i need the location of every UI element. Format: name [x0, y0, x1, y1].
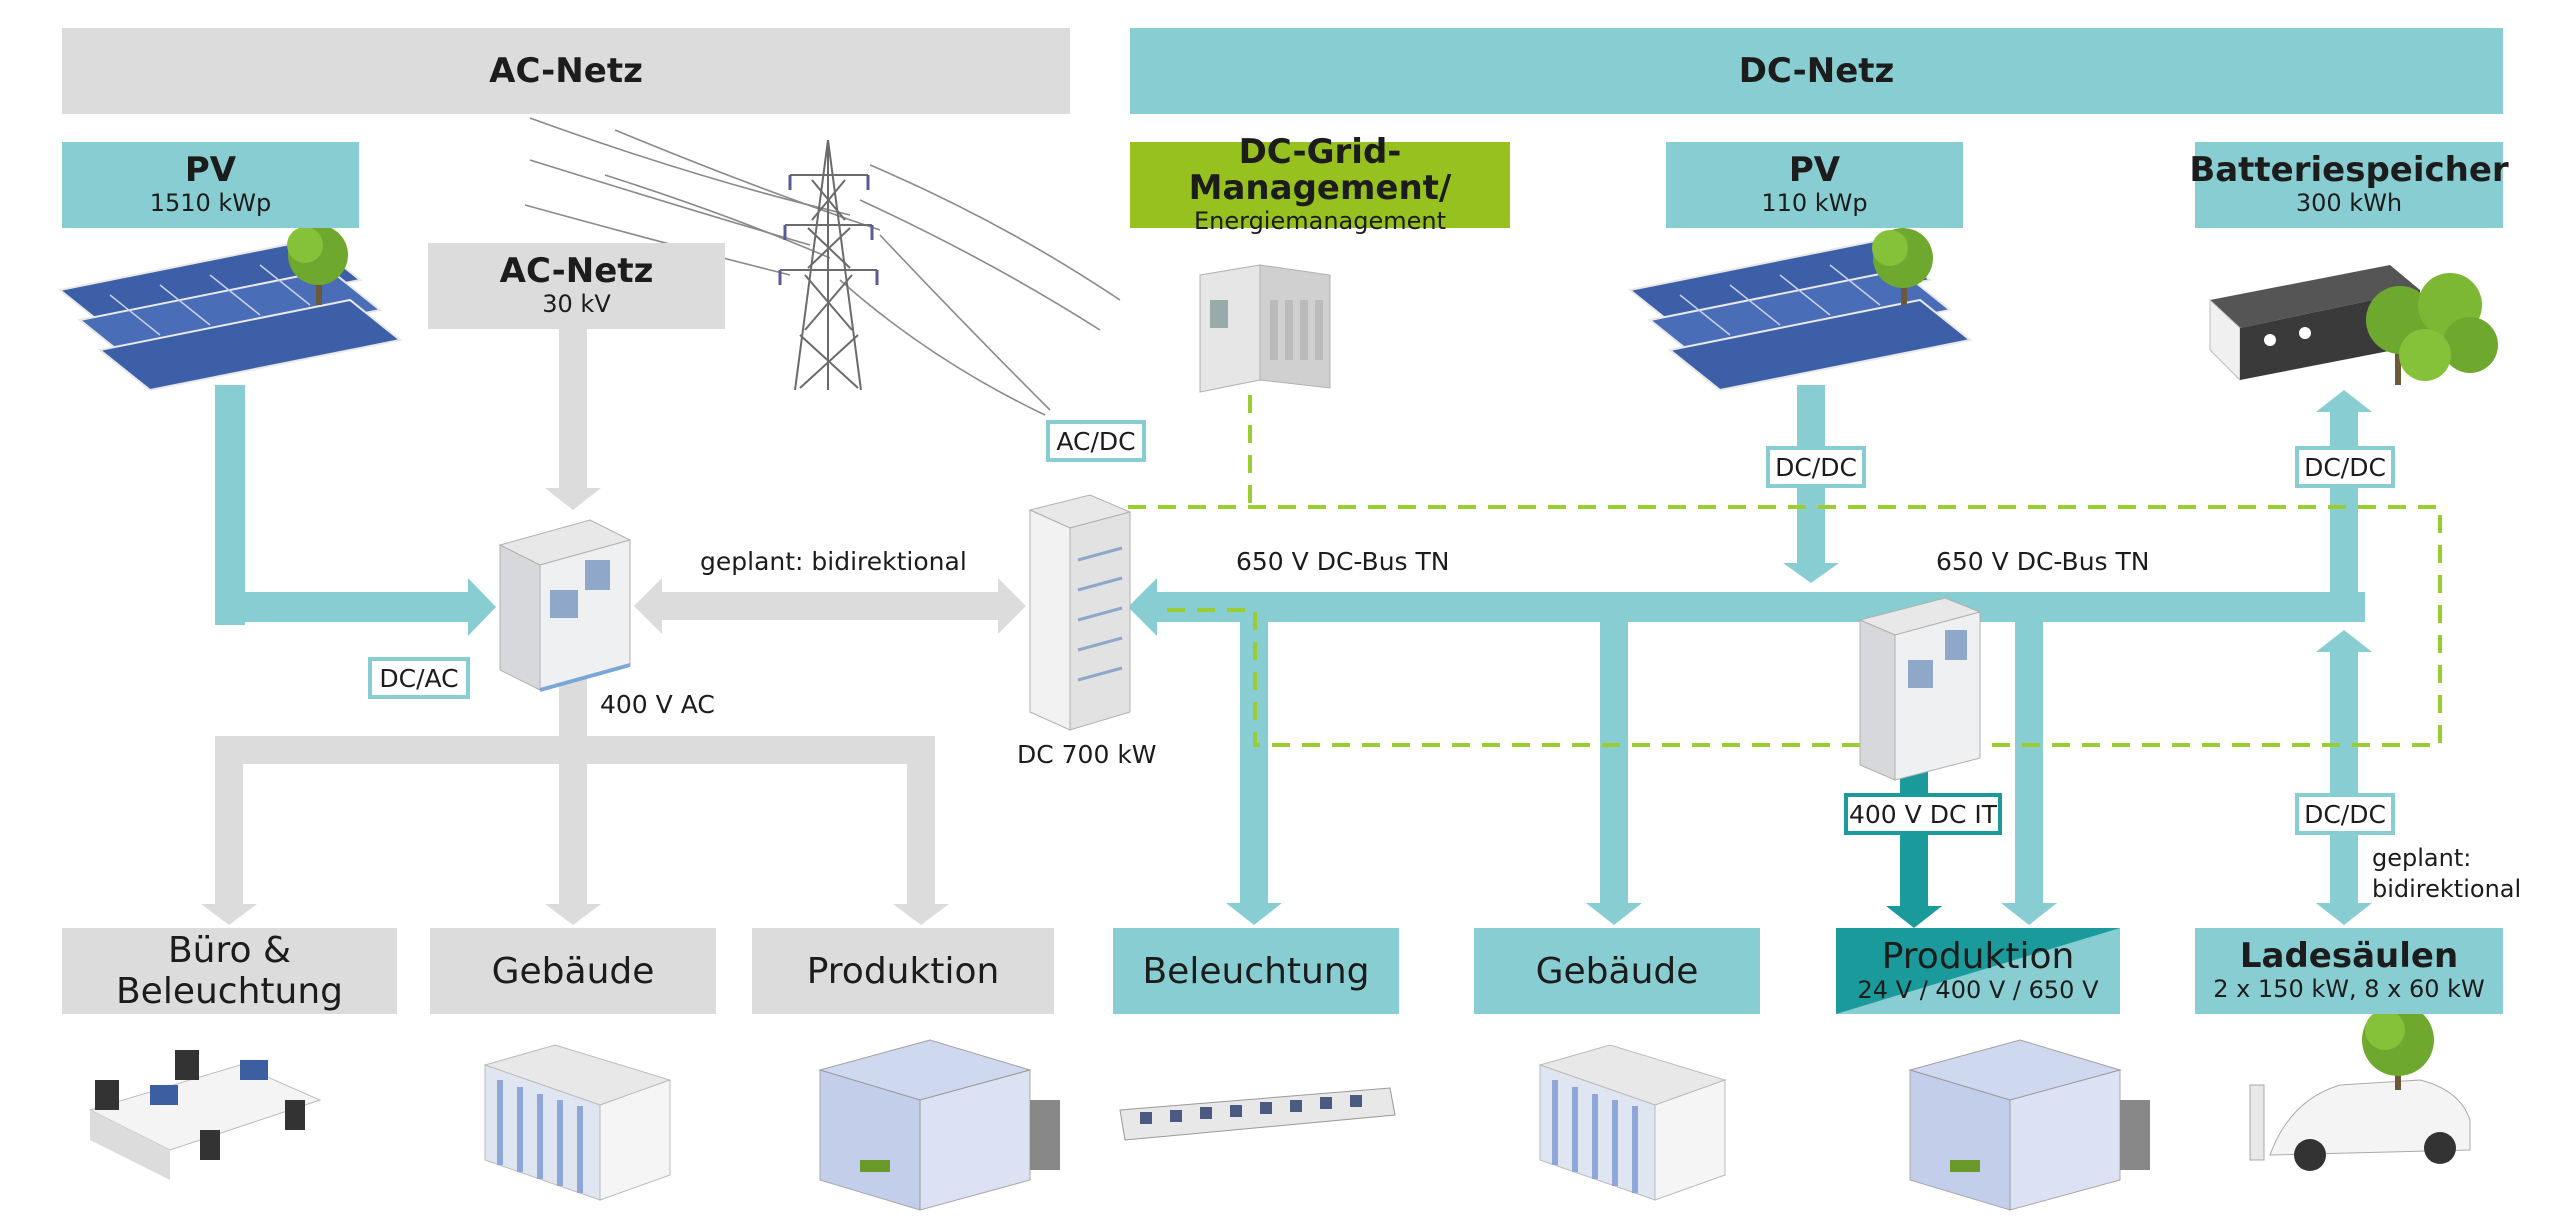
- communication-lines: [1128, 395, 2442, 747]
- pv-ac-flow: [215, 385, 496, 636]
- pv-dc-sub: 110 kWp: [1761, 188, 1868, 217]
- pv-ac-sub: 1510 kWp: [149, 188, 272, 217]
- solar-panel-icon: [1627, 238, 1973, 392]
- dc-grid-header: DC-Netz: [1130, 28, 2503, 114]
- control-cabinet-icon: [1858, 597, 1982, 781]
- tree-icon: [287, 225, 348, 305]
- dc-grid-management-sub: Energiemanagement: [1193, 206, 1447, 235]
- ac-grid-source: AC-Netz 30 kV: [428, 243, 725, 329]
- tree-icon: [2366, 273, 2498, 385]
- production-dc-background: [1836, 928, 2120, 1014]
- dc-bus-right-label: 650 V DC-Bus TN: [1936, 547, 2150, 576]
- electric-car-icon: [2249, 1079, 2471, 1171]
- ac-grid-header: AC-Netz: [62, 28, 1070, 114]
- dc-dc-charging-converter-tag: DC/DC: [2295, 793, 2395, 835]
- ac-grid-sub: 30 kV: [542, 289, 611, 318]
- dc-dc-battery-converter-tag: DC/DC: [2295, 446, 2395, 488]
- load-production-ac: Produktion: [752, 928, 1054, 1014]
- office-desks-icon: [88, 1050, 322, 1180]
- led-light-bar-icon: [1119, 1087, 1396, 1141]
- dc-700kw-label: DC 700 kW: [1017, 740, 1157, 769]
- tree-icon: [2362, 1004, 2434, 1090]
- load-production-ac-title: Produktion: [806, 950, 1000, 992]
- load-building-dc-title: Gebäude: [1535, 950, 1699, 992]
- load-charging-sub: 2 x 150 kW, 8 x 60 kW: [2213, 974, 2485, 1003]
- pv-ac-title: PV: [184, 150, 237, 191]
- dc-bus: [1128, 385, 2372, 925]
- load-building-ac-title: Gebäude: [491, 950, 655, 992]
- load-building-ac: Gebäude: [430, 928, 716, 1014]
- control-cabinet-icon: [498, 519, 632, 692]
- ac-400v-label: 400 V AC: [600, 690, 715, 719]
- dc-grid-header-title: DC-Netz: [1738, 51, 1895, 91]
- battery-sub: 300 kWh: [2295, 188, 2403, 217]
- battery-source: Batteriespeicher 300 kWh: [2189, 142, 2509, 228]
- ac-grid-header-title: AC-Netz: [489, 51, 643, 91]
- battery-title: Batteriespeicher: [2189, 150, 2509, 191]
- pv-dc-title: PV: [1788, 150, 1841, 191]
- pv-dc-source: PV 110 kWp: [1666, 142, 1963, 228]
- dc-it-converter-tag: 400 V DC IT: [1844, 793, 2002, 835]
- load-charging: Ladesäulen 2 x 150 kW, 8 x 60 kW: [2195, 928, 2503, 1014]
- dc-ac-converter-tag: DC/AC: [368, 657, 470, 699]
- dc-grid-management-title: DC-Grid-Management/: [1188, 132, 1452, 208]
- charging-bidirectional-label: geplant: bidirektional: [2372, 843, 2521, 905]
- load-lighting-dc-title: Beleuchtung: [1142, 950, 1370, 992]
- load-office-title: Büro & Beleuchtung: [115, 930, 344, 1012]
- tree-icon: [1872, 228, 1933, 305]
- control-cabinet-icon: [1028, 494, 1132, 731]
- load-charging-title: Ladesäulen: [2239, 936, 2459, 977]
- pv-ac-source: PV 1510 kWp: [62, 142, 359, 228]
- ac-dc-converter-tag: AC/DC: [1046, 420, 1146, 462]
- load-production-dc-sub: 24 V / 400 V / 650 V: [1857, 975, 2099, 1004]
- charging-bidirectional-text: geplant: bidirektional: [2372, 844, 2522, 904]
- ac-grid-title: AC-Netz: [499, 251, 654, 292]
- dc-grid-management: DC-Grid-Management/ Energiemanagement: [1130, 134, 1510, 235]
- load-lighting-dc: Beleuchtung: [1113, 928, 1399, 1014]
- building-icon: [1538, 1044, 1727, 1201]
- solar-panel-icon: [57, 238, 403, 392]
- load-production-dc-title: Produktion: [1881, 936, 2075, 978]
- production-cell-icon: [818, 1039, 1060, 1211]
- building-icon: [483, 1044, 672, 1201]
- dc-dc-pv-converter-tag: DC/DC: [1766, 446, 1866, 488]
- planned-bidirectional-label: geplant: bidirektional: [700, 547, 967, 576]
- power-lines: [524, 117, 1121, 416]
- power-pylon-icon: [778, 139, 879, 391]
- production-cell-icon: [1908, 1039, 2150, 1211]
- load-building-dc: Gebäude: [1474, 928, 1760, 1014]
- plc-controller-icon: [1199, 264, 1331, 393]
- dc-it-flow: [1886, 760, 1942, 928]
- load-production-dc: Produktion 24 V / 400 V / 650 V: [1836, 928, 2120, 1014]
- load-office: Büro & Beleuchtung: [62, 928, 397, 1014]
- dc-bus-left-label: 650 V DC-Bus TN: [1236, 547, 1450, 576]
